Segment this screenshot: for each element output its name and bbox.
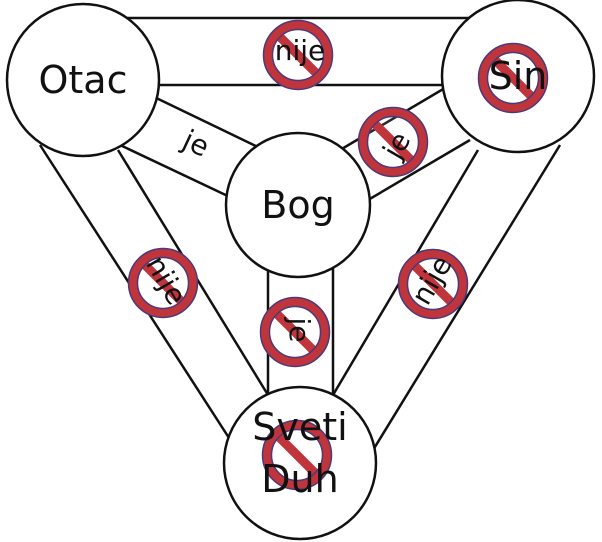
edge-label-father-god: je: [177, 123, 215, 164]
node-god: [224, 131, 372, 279]
band-father-god: [119, 93, 261, 200]
node-son: [440, 0, 596, 154]
prohibition-icon: [477, 42, 549, 114]
node-label-spirit-1: Sveti: [252, 405, 347, 449]
node-label-spirit-2: Duh: [261, 457, 338, 501]
prohibition-signs: [127, 19, 549, 491]
prohibition-icon: [262, 19, 334, 91]
prohibition-icon: [261, 419, 333, 491]
node-father: [5, 2, 161, 158]
node-label-son: Sin: [489, 54, 548, 98]
prohibition-icon: [397, 248, 469, 320]
prohibition-icon: [357, 106, 429, 178]
node-label-god: Bog: [261, 183, 334, 227]
prohibition-icon: [127, 247, 199, 319]
node-label-father: Otac: [39, 58, 128, 102]
prohibition-icon: [259, 296, 331, 368]
edge-label-father-son: nije: [275, 34, 326, 67]
edge-label-god-spirit: je: [283, 316, 316, 342]
